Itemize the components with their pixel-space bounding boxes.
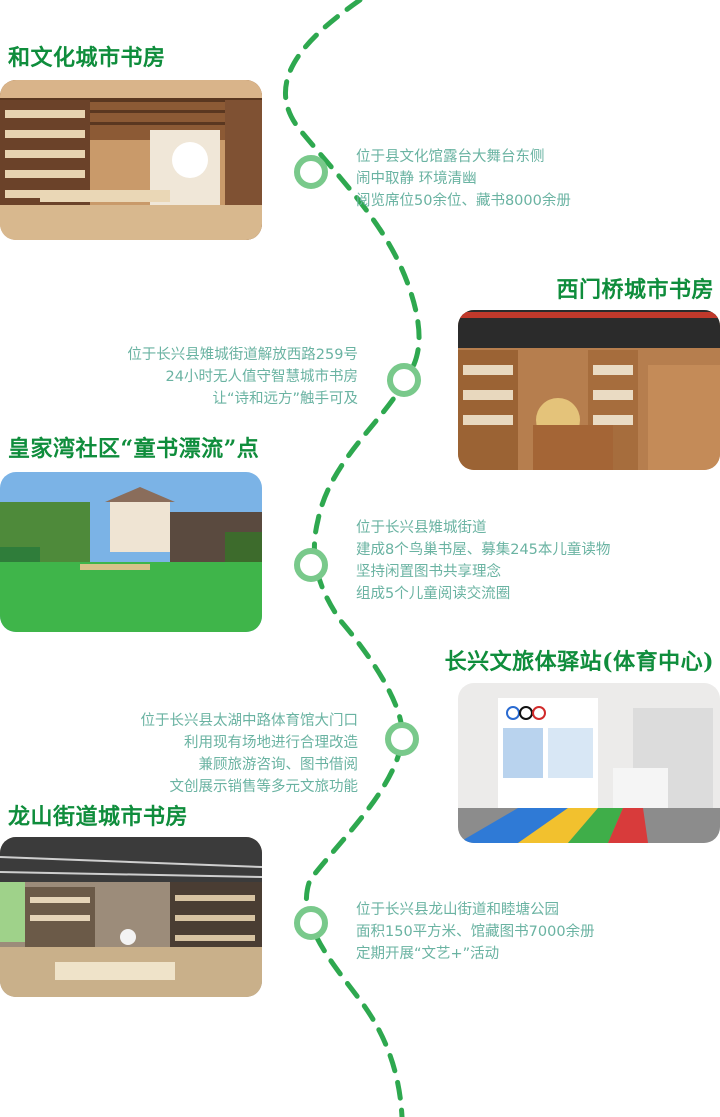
station-5-title: 龙山街道城市书房 bbox=[8, 804, 189, 830]
station-2-photo bbox=[458, 310, 720, 470]
route-node-5 bbox=[294, 906, 328, 940]
station-3-line-4: 组成5个儿童阅读交流圈 bbox=[356, 586, 511, 602]
station-2-line-3: 让“诗和远方”触手可及 bbox=[212, 391, 358, 407]
route-node-3 bbox=[294, 548, 328, 582]
station-1-line-2: 闹中取静 环境清幽 bbox=[356, 171, 477, 187]
station-2-line-1: 位于长兴县雉城街道解放西路259号 bbox=[127, 347, 358, 363]
station-3-line-1: 位于长兴县雉城街道 bbox=[356, 520, 487, 536]
station-5-line-1: 位于长兴县龙山街道和睦塘公园 bbox=[356, 902, 559, 918]
station-3-title: 皇家湾社区“童书漂流”点 bbox=[8, 436, 260, 462]
station-3-line-3: 坚持闲置图书共享理念 bbox=[356, 564, 501, 580]
station-4-title: 长兴文旅体驿站(体育中心) bbox=[444, 649, 714, 675]
station-4-line-1: 位于长兴县太湖中路体育馆大门口 bbox=[140, 713, 359, 729]
station-1-line-1: 位于县文化馆露台大舞台东侧 bbox=[356, 149, 545, 165]
station-3-photo bbox=[0, 472, 262, 632]
station-1-line-3: 阅览席位50余位、藏书8000余册 bbox=[356, 193, 571, 209]
station-2-title: 西门桥城市书房 bbox=[556, 277, 714, 303]
route-node-1 bbox=[294, 155, 328, 189]
station-1-photo bbox=[0, 80, 262, 240]
station-4-line-3: 兼顾旅游咨询、图书借阅 bbox=[198, 757, 359, 773]
station-5-photo bbox=[0, 837, 262, 997]
station-4-line-4: 文创展示销售等多元文旅功能 bbox=[169, 779, 359, 795]
station-2-description: 位于长兴县雉城街道解放西路259号 24小时无人值守智慧城市书房 让“诗和远方”… bbox=[127, 344, 358, 410]
station-3-description: 位于长兴县雉城街道 建成8个鸟巢书屋、募集245本儿童读物 坚持闲置图书共享理念… bbox=[356, 517, 610, 605]
station-1-description: 位于县文化馆露台大舞台东侧 闹中取静 环境清幽 阅览席位50余位、藏书8000余… bbox=[356, 146, 571, 212]
station-4-line-2: 利用现有场地进行合理改造 bbox=[184, 735, 358, 751]
station-5-line-2: 面积150平方米、馆藏图书7000余册 bbox=[356, 924, 595, 940]
station-5-description: 位于长兴县龙山街道和睦塘公园 面积150平方米、馆藏图书7000余册 定期开展“… bbox=[356, 899, 595, 965]
station-3-line-2: 建成8个鸟巢书屋、募集245本儿童读物 bbox=[356, 542, 611, 558]
station-1-title: 和文化城市书房 bbox=[8, 45, 166, 71]
station-4-description: 位于长兴县太湖中路体育馆大门口 利用现有场地进行合理改造 兼顾旅游咨询、图书借阅… bbox=[141, 710, 359, 798]
route-node-4 bbox=[385, 722, 419, 756]
station-4-photo bbox=[458, 683, 720, 843]
station-5-line-3: 定期开展“文艺+”活动 bbox=[356, 946, 500, 962]
station-2-line-2: 24小时无人值守智慧城市书房 bbox=[165, 369, 358, 385]
route-node-2 bbox=[387, 363, 421, 397]
